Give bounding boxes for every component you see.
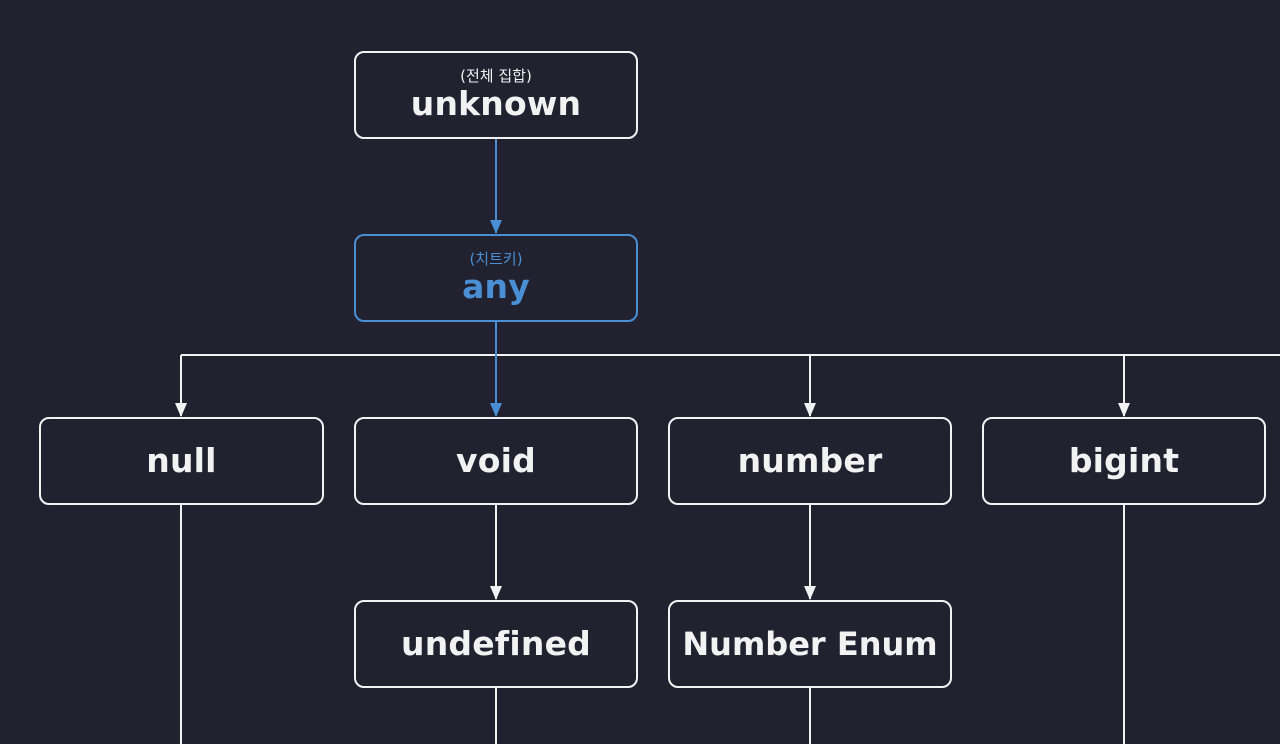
node-unknown-label: unknown	[410, 84, 582, 123]
node-null-label: null	[146, 441, 217, 480]
node-unknown-subtitle: (전체 집합)	[460, 67, 532, 85]
node-number-label: number	[737, 441, 883, 480]
node-bigint: bigint	[982, 417, 1266, 505]
node-number-enum-label: Number Enum	[682, 625, 938, 663]
node-null: null	[39, 417, 324, 505]
node-void: void	[354, 417, 638, 505]
node-any-label: any	[462, 267, 530, 306]
node-void-label: void	[456, 441, 536, 480]
node-any: (치트키) any	[354, 234, 638, 322]
node-number-enum: Number Enum	[668, 600, 952, 688]
node-number: number	[668, 417, 952, 505]
node-undefined: undefined	[354, 600, 638, 688]
node-bigint-label: bigint	[1068, 441, 1180, 480]
node-unknown: (전체 집합) unknown	[354, 51, 638, 139]
node-any-subtitle: (치트키)	[469, 250, 523, 268]
node-undefined-label: undefined	[401, 624, 591, 663]
